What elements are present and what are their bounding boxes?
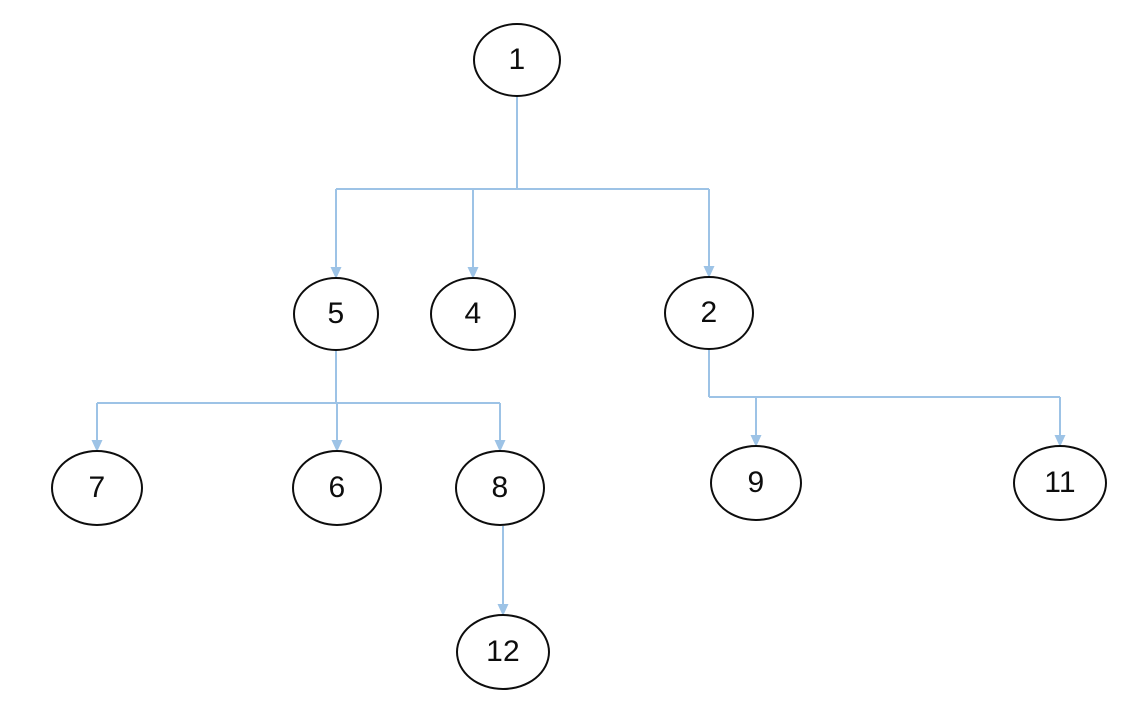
tree-node-6[interactable]: 6 bbox=[292, 450, 382, 526]
tree-node-label: 2 bbox=[700, 296, 718, 329]
tree-node-4[interactable]: 4 bbox=[430, 277, 516, 351]
tree-node-label: 6 bbox=[328, 471, 346, 504]
tree-node-label: 4 bbox=[464, 297, 482, 330]
tree-node-12[interactable]: 12 bbox=[456, 614, 550, 690]
edge-arrowhead bbox=[703, 266, 715, 278]
edge-arrowhead bbox=[467, 267, 479, 279]
edge-arrowhead bbox=[497, 604, 509, 616]
tree-node-11[interactable]: 11 bbox=[1013, 445, 1107, 521]
tree-node-label: 12 bbox=[486, 635, 520, 668]
tree-node-2[interactable]: 2 bbox=[664, 276, 754, 350]
tree-node-label: 9 bbox=[747, 466, 765, 499]
edge-arrowhead bbox=[91, 440, 103, 452]
tree-node-label: 11 bbox=[1044, 466, 1076, 499]
tree-node-label: 8 bbox=[491, 471, 509, 504]
edge-arrowhead bbox=[331, 440, 343, 452]
tree-node-7[interactable]: 7 bbox=[51, 450, 143, 526]
edge-arrowhead bbox=[1054, 435, 1066, 447]
edge-arrowhead bbox=[494, 440, 506, 452]
tree-node-5[interactable]: 5 bbox=[293, 277, 379, 351]
tree-node-8[interactable]: 8 bbox=[455, 450, 545, 526]
edge-arrowhead bbox=[330, 267, 342, 279]
edge-arrowhead bbox=[750, 435, 762, 447]
tree-node-label: 1 bbox=[508, 43, 526, 76]
tree-node-1[interactable]: 1 bbox=[473, 23, 561, 97]
tree-node-label: 5 bbox=[327, 297, 345, 330]
tree-node-label: 7 bbox=[88, 471, 106, 504]
tree-node-9[interactable]: 9 bbox=[710, 445, 802, 521]
